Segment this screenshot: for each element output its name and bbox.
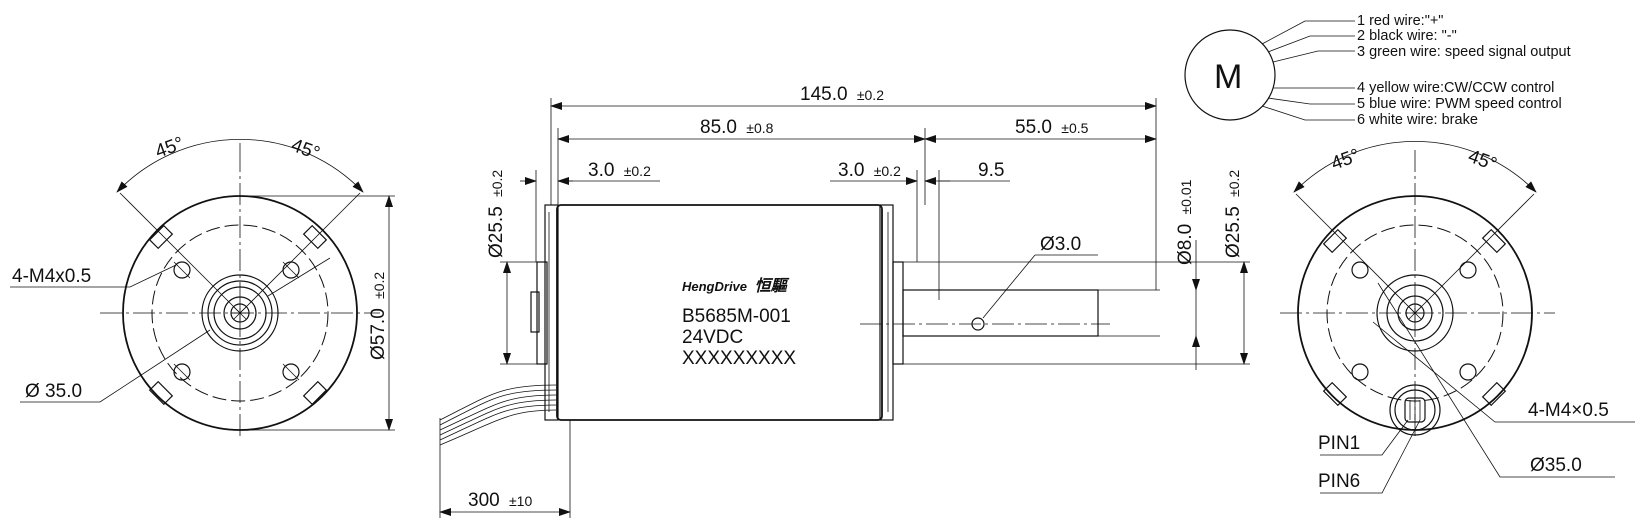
lead-length: 300 ±10 <box>468 490 532 511</box>
rear-boss-dia: Ø25.5 ±0.2 <box>486 170 507 258</box>
motor-symbol-letter: M <box>1214 58 1242 96</box>
rear-thread-label: 4-M4×0.5 <box>1528 400 1609 421</box>
rear-pilot-dia-label: Ø35.0 <box>1530 455 1582 476</box>
overall-length: 145.0 ±0.2 <box>800 84 884 105</box>
voltage-rating: 24VDC <box>682 327 743 348</box>
rear-angle-right: 45° <box>1465 146 1499 176</box>
front-outer-dia: Ø57.0 ±0.2 <box>368 272 389 360</box>
pin6-label: PIN6 <box>1318 471 1360 492</box>
wire-1: 1 red wire:"+" <box>1357 13 1443 29</box>
label-plate: HengDrive 恒驅 B5685M-001 24VDC XXXXXXXXX <box>682 277 796 369</box>
rear-slots <box>1322 228 1507 407</box>
front-boss-dia: Ø25.5 ±0.2 <box>1223 170 1244 258</box>
brand-logo: HengDrive 恒驅 <box>682 277 790 295</box>
front-view: 45° 45° 4-M4x0.5 Ø 35.0 Ø57.0 ±0.2 <box>10 133 395 440</box>
rear-angle-left: 45° <box>1329 145 1363 175</box>
serial-number: XXXXXXXXX <box>682 348 796 369</box>
model-number: B5685M-001 <box>682 306 791 327</box>
wiring-diagram: M 1 red wire:"+" 2 black wire: "-" 3 gre… <box>1184 13 1571 128</box>
flat-offset: 9.5 <box>978 160 1004 181</box>
front-pilot-dia-label: Ø 35.0 <box>25 381 82 402</box>
body-length: 85.0 ±0.8 <box>700 117 774 138</box>
lead-wires <box>439 384 557 447</box>
pin1-label: PIN1 <box>1318 433 1360 454</box>
side-view: HengDrive 恒驅 B5685M-001 24VDC XXXXXXXXX … <box>439 84 1250 518</box>
front-angle-left: 45° <box>153 133 187 163</box>
front-boss-length: 3.0 ±0.2 <box>838 160 901 181</box>
pin-hole-dia: Ø3.0 <box>1040 234 1081 255</box>
front-angle-right: 45° <box>288 135 322 165</box>
shaft-dia: Ø8.0 ±0.01 <box>1175 179 1196 265</box>
rear-mounting-holes <box>1351 261 1477 381</box>
wire-3: 3 green wire: speed signal output <box>1357 44 1571 60</box>
rear-boss-length: 3.0 ±0.2 <box>588 160 651 181</box>
wire-2: 2 black wire: "-" <box>1357 28 1457 44</box>
rear-boss <box>536 261 548 365</box>
motor-body <box>556 204 883 421</box>
motor-symbol <box>1184 29 1276 121</box>
front-slots <box>148 224 328 406</box>
front-boss <box>892 261 904 365</box>
rear-view: 45° 45° 4-M4×0.5 Ø35.0 PIN1 PIN6 <box>1280 141 1635 494</box>
shaft-length: 55.0 ±0.5 <box>1015 117 1089 138</box>
motor-shaft <box>902 289 1099 337</box>
wire-4: 4 yellow wire:CW/CCW control <box>1357 80 1554 96</box>
front-thread-label: 4-M4x0.5 <box>12 266 91 287</box>
wire-5: 5 blue wire: PWM speed control <box>1357 96 1562 112</box>
wire-6: 6 white wire: brake <box>1357 112 1478 128</box>
